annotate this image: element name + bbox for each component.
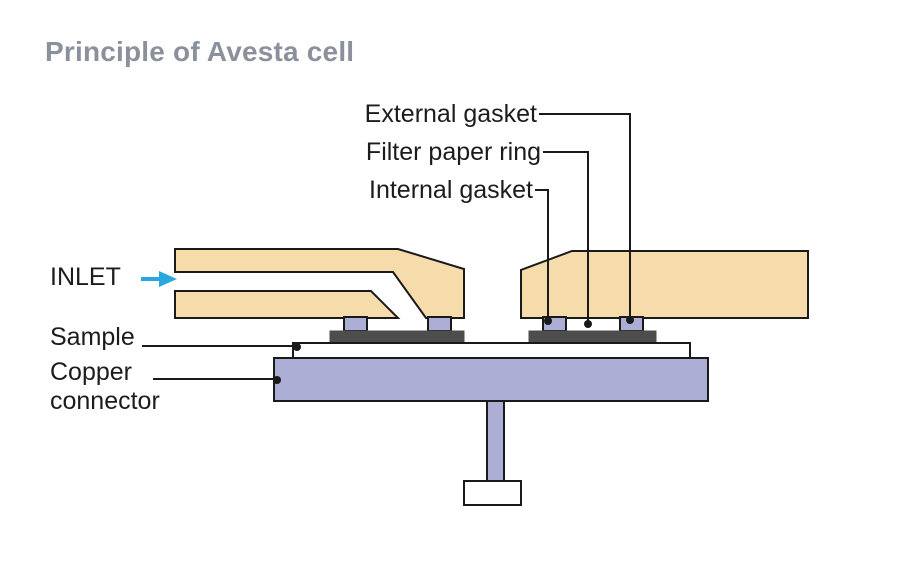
left-cell-body-bottom: [174, 290, 401, 319]
leader-dot: [273, 376, 281, 384]
label-copper-connector-line1: Copper: [50, 358, 132, 386]
label-filter-paper-ring: Filter paper ring: [365, 138, 541, 166]
leader-dot: [626, 316, 634, 324]
support-tab: [343, 316, 368, 332]
diagram-title: Principle of Avesta cell: [45, 36, 355, 67]
label-external-gasket: External gasket: [364, 100, 537, 128]
support-tab: [427, 316, 452, 332]
gasket-strip-right: [528, 330, 657, 344]
leader-dot: [584, 320, 592, 328]
leader-filter-paper-ring: [543, 151, 589, 322]
right-cell-body: [520, 250, 809, 319]
leader-external-gasket: [539, 113, 631, 318]
gasket-strip-left: [329, 330, 465, 344]
inlet-arrow-icon: [141, 271, 177, 287]
leader-internal-gasket: [535, 189, 549, 319]
sample-plate: [292, 342, 691, 359]
connector-foot: [463, 480, 522, 506]
label-internal-gasket: Internal gasket: [369, 176, 533, 204]
leader-dot: [544, 317, 552, 325]
copper-connector-block: [273, 357, 709, 402]
label-inlet: INLET: [50, 263, 121, 291]
leader-dot: [293, 343, 301, 351]
label-sample: Sample: [50, 323, 135, 351]
connector-stem: [486, 400, 505, 482]
label-copper-connector-line2: connector: [50, 387, 160, 415]
